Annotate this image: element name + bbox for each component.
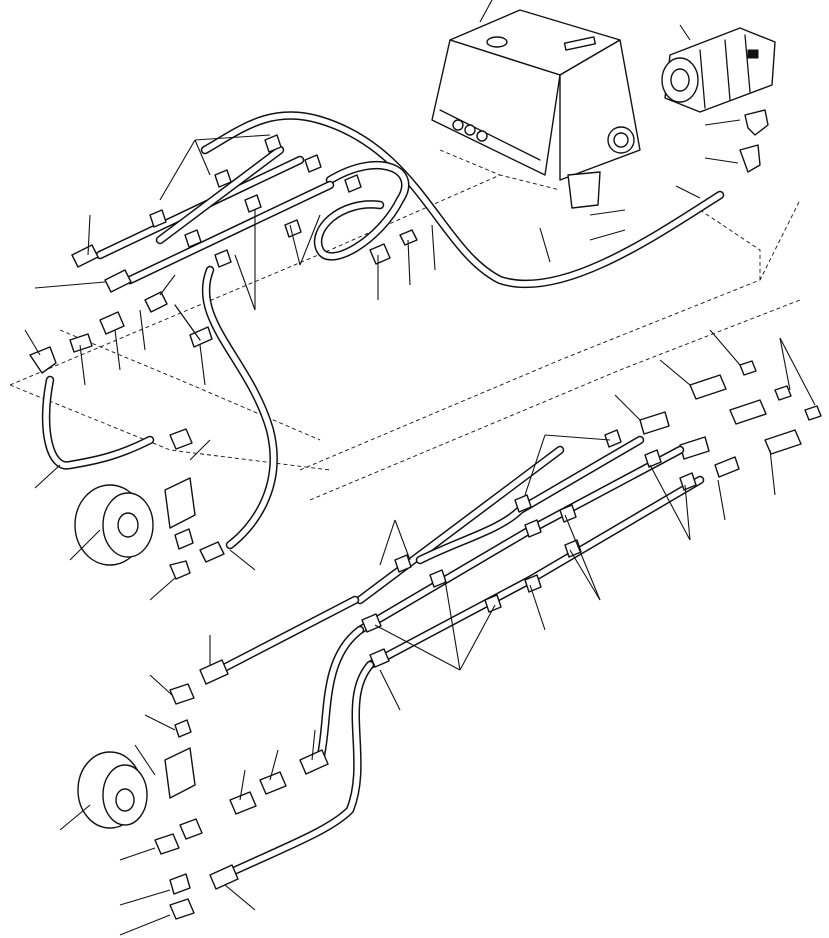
right-fittings-cluster xyxy=(614,329,822,521)
upper-steering-motor xyxy=(34,375,256,601)
lower-main-hoses xyxy=(199,595,375,911)
hydraulic-pump xyxy=(661,24,776,113)
hydraulic-tank xyxy=(431,0,641,209)
pump-elbow-fittings xyxy=(675,109,769,199)
upper-left-fittings xyxy=(24,209,626,386)
upper-main-hose xyxy=(200,111,725,550)
upper-tube-bundle xyxy=(95,134,362,311)
lower-tube-bundle xyxy=(355,429,705,711)
lower-steering-motor xyxy=(59,674,287,936)
